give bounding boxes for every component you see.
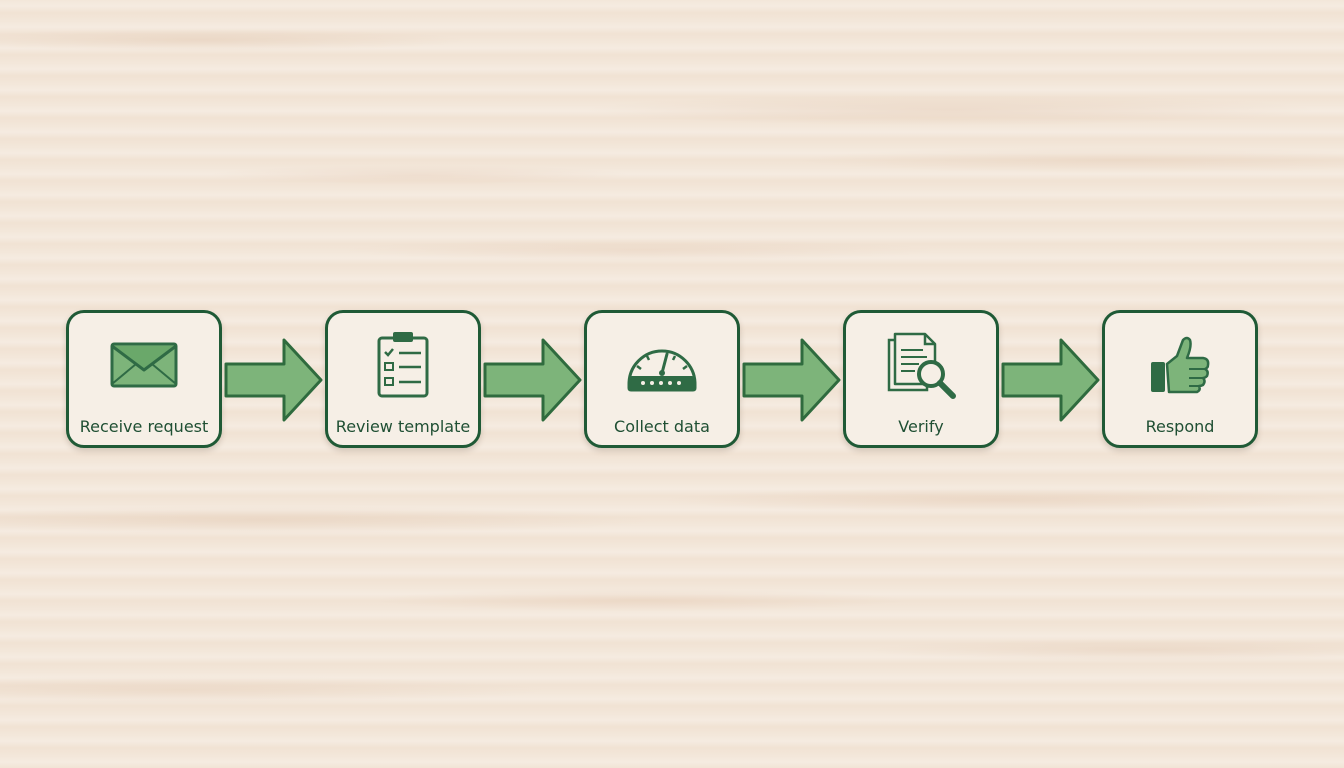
step-review-template: Review template	[325, 310, 481, 448]
checklist-icon	[363, 332, 443, 398]
step-label: Receive request	[79, 417, 209, 436]
flow-arrow	[742, 338, 841, 422]
step-collect-data: Collect data	[584, 310, 740, 448]
thumbs-up-icon	[1140, 333, 1220, 397]
document-search-icon	[881, 332, 961, 399]
step-verify: Verify	[843, 310, 999, 448]
step-label: Review template	[335, 417, 471, 436]
flow-arrow	[1001, 338, 1100, 422]
flow-arrow	[224, 338, 323, 422]
step-receive-request: Receive request	[66, 310, 222, 448]
step-respond: Respond	[1102, 310, 1258, 448]
flow-arrow	[483, 338, 582, 422]
gauge-icon	[622, 333, 702, 397]
step-label: Collect data	[614, 417, 710, 436]
envelope-icon	[104, 333, 184, 397]
step-label: Verify	[898, 417, 944, 436]
step-label: Respond	[1145, 417, 1215, 436]
